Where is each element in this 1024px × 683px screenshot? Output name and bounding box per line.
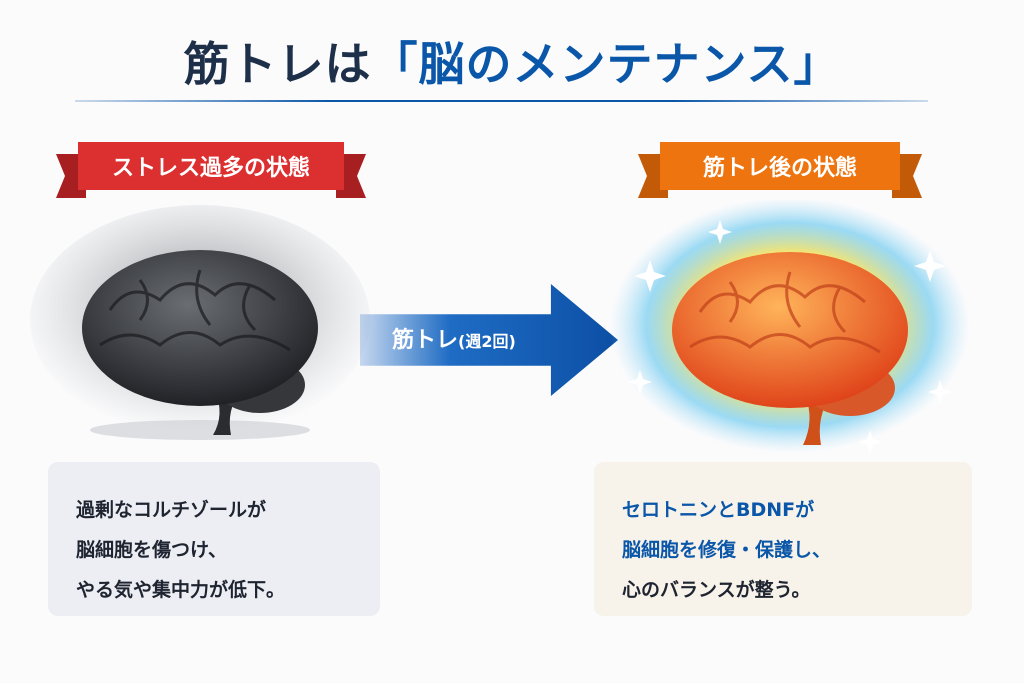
title-highlight: 「脳のメンテナンス」 bbox=[371, 37, 841, 91]
ribbon-tail bbox=[638, 154, 668, 198]
stress-description-box: 過剰なコルチゾールが 脳細胞を傷つけ、 やる気や集中力が低下。 bbox=[48, 462, 380, 616]
arrow-label: 筋トレ(週2回) bbox=[392, 322, 516, 354]
title-prefix: 筋トレは bbox=[183, 37, 372, 91]
stress-state-ribbon: ストレス過多の状態 bbox=[56, 142, 366, 198]
arrow-label-main: 筋トレ bbox=[392, 328, 459, 353]
description-line: やる気や集中力が低下。 bbox=[76, 579, 286, 601]
ribbon-tail bbox=[336, 154, 366, 198]
description-line: 脳細胞を修復・保護し、 bbox=[622, 539, 832, 561]
after-training-ribbon: 筋トレ後の状態 bbox=[638, 142, 922, 198]
after-training-label: 筋トレ後の状態 bbox=[702, 156, 857, 181]
description-line: 過剰なコルチゾールが bbox=[76, 499, 267, 521]
stress-state-label: ストレス過多の状態 bbox=[111, 156, 310, 181]
description-line: 心のバランスが整う。 bbox=[622, 579, 811, 601]
glowing-brain-illustration bbox=[610, 200, 970, 454]
after-training-description-box: セロトニンとBDNFが 脳細胞を修復・保護し、 心のバランスが整う。 bbox=[594, 462, 972, 616]
page-title: 筋トレは「脳のメンテナンス」 bbox=[0, 28, 1024, 94]
sparkle-icons bbox=[628, 220, 952, 454]
arrow-label-sub: (週2回) bbox=[458, 332, 516, 351]
ribbon-tail bbox=[56, 154, 86, 198]
description-line: セロトニンとBDNFが bbox=[622, 499, 815, 521]
ribbon-tail bbox=[892, 154, 922, 198]
title-divider bbox=[75, 100, 928, 102]
dark-brain-illustration bbox=[30, 205, 370, 440]
description-line: 脳細胞を傷つけ、 bbox=[76, 539, 228, 561]
